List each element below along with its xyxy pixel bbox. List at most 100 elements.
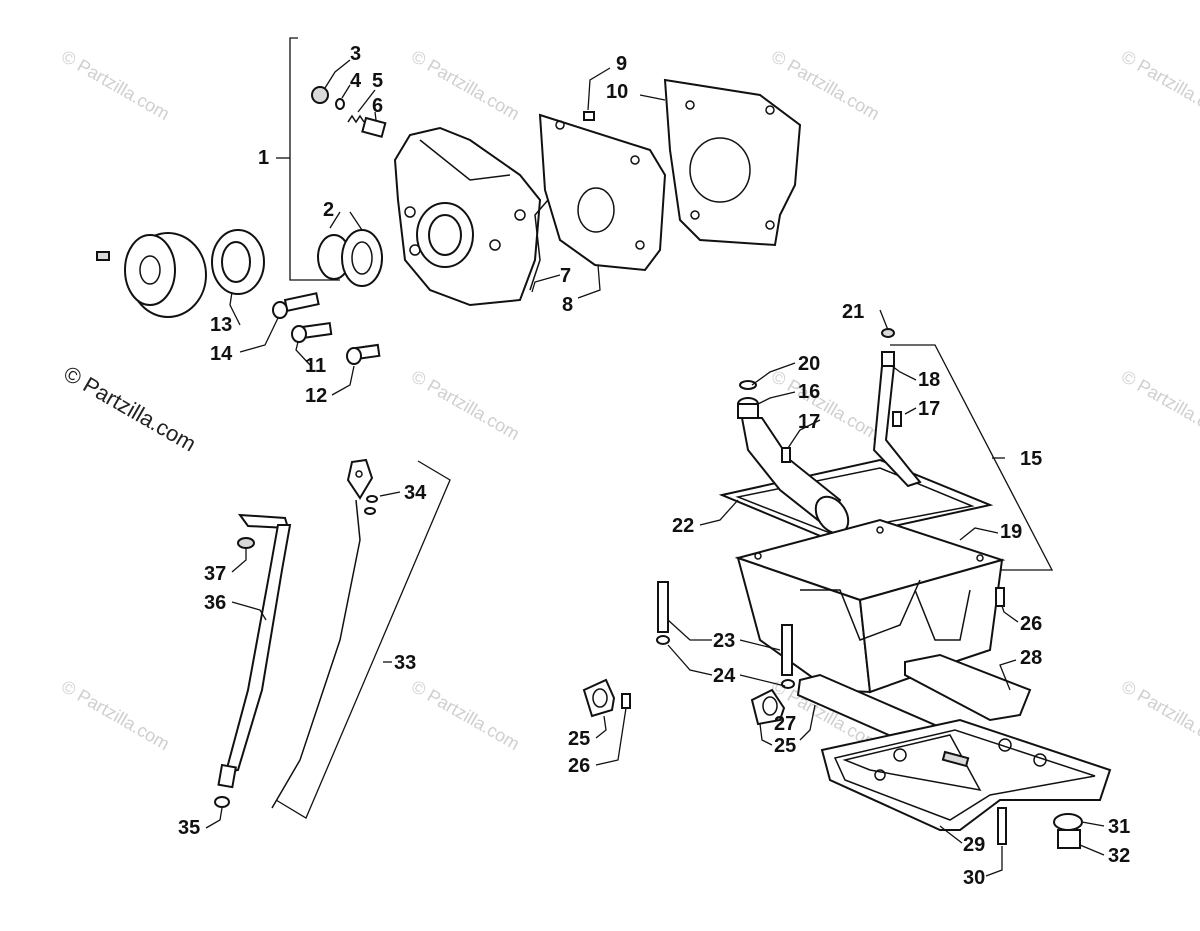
leader-19 [959, 527, 999, 541]
bolt-17a [781, 447, 791, 463]
callout-6: 6 [372, 95, 383, 117]
o-ring-34b [364, 507, 376, 515]
watermark-main: © Partzilla.com [60, 361, 201, 457]
bolt-30 [997, 807, 1007, 845]
callout-13: 13 [210, 314, 232, 336]
watermark: © Partzilla.com [408, 366, 523, 444]
callout-2: 2 [323, 199, 334, 221]
bolt-11 [291, 321, 333, 343]
grommet-25a [582, 678, 616, 718]
callout-9: 9 [616, 53, 627, 75]
bolt-17b [892, 411, 902, 427]
pump-body-part [393, 126, 542, 307]
dipstick-33 [271, 458, 374, 809]
leader-6 [374, 111, 377, 121]
callout-12: 12 [305, 385, 327, 407]
leader-4 [341, 84, 351, 99]
watermark: © Partzilla.com [1118, 676, 1200, 754]
watermark: © Partzilla.com [58, 46, 173, 124]
dipstick-tube-36 [217, 513, 292, 789]
leader-25a [595, 715, 607, 739]
callout-8: 8 [562, 294, 573, 316]
spring-5 [347, 114, 365, 124]
bolt-23a [656, 581, 670, 645]
leader-27 [799, 704, 816, 741]
leader-17b [904, 407, 917, 415]
callout-7: 7 [560, 265, 571, 287]
washer-4 [335, 98, 345, 110]
o-ring-35 [214, 796, 230, 808]
leader-37 [231, 548, 247, 573]
leader-20 [751, 362, 796, 386]
leader-2 [329, 211, 363, 231]
bolt-26b [621, 693, 631, 709]
callout-27: 27 [774, 713, 796, 735]
watermark: © Partzilla.com [1118, 366, 1200, 444]
oil-pan-19 [734, 518, 1006, 694]
callout-19: 19 [1000, 521, 1022, 543]
leader-12 [331, 365, 355, 396]
callout-31: 31 [1108, 816, 1130, 838]
bolt-9 [583, 111, 595, 121]
watermark: © Partzilla.com [58, 676, 173, 754]
leader-8 [577, 264, 601, 299]
callout-34: 34 [404, 482, 427, 504]
leader-23 [667, 619, 781, 651]
callout-32: 32 [1108, 845, 1130, 867]
leader-18 [891, 365, 917, 381]
callout-labels: 1 2 3 4 5 6 7 8 9 10 11 12 13 14 15 16 1… [178, 43, 1130, 889]
bolt-12 [346, 343, 381, 365]
leader-11 [295, 341, 311, 366]
leader-25b [759, 723, 773, 746]
callout-16: 16 [798, 381, 820, 403]
callout-11: 11 [305, 355, 326, 377]
sprocket-part [124, 232, 207, 318]
callout-21: 21 [842, 301, 864, 323]
callout-3: 3 [350, 43, 361, 65]
leader-14 [239, 317, 279, 353]
callout-25a: 25 [568, 728, 590, 750]
leader-26a [1001, 605, 1019, 623]
oil-pan-group [582, 309, 1112, 877]
o-ring-34a [366, 495, 378, 503]
rotor-part [317, 229, 383, 287]
leader-31 [1081, 821, 1105, 827]
lower-case-29 [820, 718, 1112, 831]
leader-21 [879, 309, 889, 331]
grommet-25b [750, 688, 786, 726]
callout-24: 24 [713, 665, 736, 687]
leader-10 [639, 94, 666, 101]
callout-35: 35 [178, 817, 200, 839]
leader-24 [667, 644, 786, 687]
oil-pump-group [96, 37, 802, 396]
callout-18: 18 [918, 369, 940, 391]
callout-22: 22 [672, 515, 694, 537]
pickup-tube-16 [737, 397, 850, 535]
dipstick-group [205, 458, 451, 829]
gasket-22 [718, 458, 994, 542]
tube-18 [872, 351, 922, 488]
o-ring-20 [739, 380, 757, 390]
callout-26a: 26 [1020, 613, 1042, 635]
callout-20: 20 [798, 353, 820, 375]
oil-seal-part [211, 229, 265, 295]
callout-33: 33 [394, 652, 416, 674]
callout-17b: 17 [918, 398, 940, 420]
leader-36 [231, 601, 267, 621]
leader-29 [939, 825, 963, 844]
callout-30: 30 [963, 867, 985, 889]
leader-22 [699, 499, 739, 526]
callout-26b: 26 [568, 755, 590, 777]
callout-36: 36 [204, 592, 226, 614]
drain-plug [1053, 813, 1083, 849]
callout-37: 37 [204, 563, 226, 585]
leader-26b [595, 707, 627, 766]
bolt-14 [272, 292, 320, 319]
washer-37 [237, 537, 255, 549]
watermark: © Partzilla.com [1118, 46, 1200, 124]
gasket-8 [538, 113, 667, 272]
watermark: © Partzilla.com [768, 46, 883, 124]
leader-16 [757, 391, 796, 405]
bracket-33 [275, 460, 451, 819]
